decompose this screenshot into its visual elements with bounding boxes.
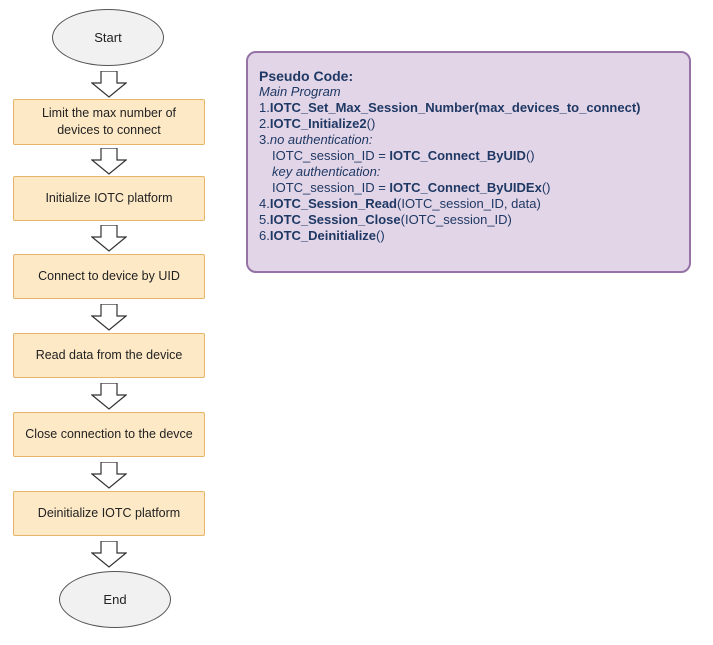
start-label: Start xyxy=(94,30,122,45)
start-node: Start xyxy=(52,9,164,66)
pseudocode-line: 6.IOTC_Deinitialize() xyxy=(259,228,385,243)
arrow-step5-to-step6 xyxy=(91,462,127,489)
arrow-step3-to-step4 xyxy=(91,304,127,331)
pseudocode-line: IOTC_session_ID = IOTC_Connect_ByUID() xyxy=(272,148,535,163)
end-node: End xyxy=(59,571,171,628)
step-deinitialize-platform: Deinitialize IOTC platform xyxy=(13,491,205,536)
step-connect-device: Connect to device by UID xyxy=(13,254,205,299)
step-read-data: Read data from the device xyxy=(13,333,205,378)
pseudocode-line: key authentication: xyxy=(272,164,381,179)
step-close-connection: Close connection to the devce xyxy=(13,412,205,457)
step-label: Connect to device by UID xyxy=(38,269,180,283)
step-label: Close connection to the devce xyxy=(25,427,193,441)
step-initialize-platform: Initialize IOTC platform xyxy=(13,176,205,221)
step-limit-devices: Limit the max number of devices to conne… xyxy=(13,99,205,145)
step-label: Limit the max number of devices to conne… xyxy=(41,106,177,137)
pseudocode-panel: Pseudo Code: Main Program 1.IOTC_Set_Max… xyxy=(246,51,691,273)
arrow-step4-to-step5 xyxy=(91,383,127,410)
step-label: Deinitialize IOTC platform xyxy=(37,506,181,520)
pseudocode-line: 2.IOTC_Initialize2() xyxy=(259,116,376,131)
end-label: End xyxy=(103,592,127,607)
arrow-step2-to-step3 xyxy=(91,225,127,252)
pseudocode-line: 3.no authentication: xyxy=(259,132,373,147)
pseudocode-lines: 1.IOTC_Set_Max_Session_Number(max_device… xyxy=(259,100,678,244)
pseudocode-subtitle: Main Program xyxy=(259,84,341,99)
step-label: Initialize IOTC platform xyxy=(45,191,173,205)
arrow-step1-to-step2 xyxy=(91,148,127,175)
arrow-start-to-step1 xyxy=(91,71,127,98)
pseudocode-line: IOTC_session_ID = IOTC_Connect_ByUIDEx() xyxy=(272,180,551,195)
pseudocode-line: 4.IOTC_Session_Read(IOTC_session_ID, dat… xyxy=(259,196,541,211)
pseudocode-line: 1.IOTC_Set_Max_Session_Number(max_device… xyxy=(259,100,641,115)
arrow-step6-to-end xyxy=(91,541,127,568)
pseudocode-title: Pseudo Code: xyxy=(259,68,354,84)
pseudocode-line: 5.IOTC_Session_Close(IOTC_session_ID) xyxy=(259,212,512,227)
step-label: Read data from the device xyxy=(35,348,183,362)
